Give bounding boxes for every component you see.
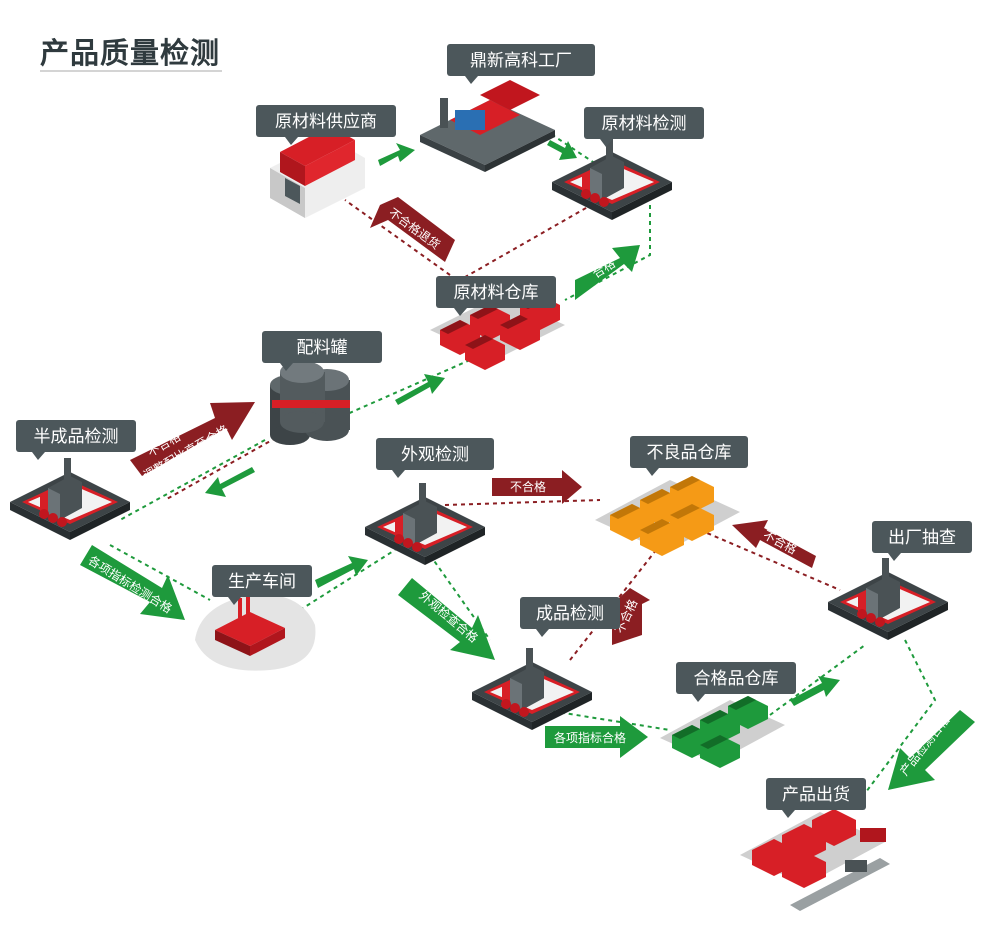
label-supplier-text: 原材料供应商 xyxy=(275,112,377,132)
factory-check-building xyxy=(828,558,948,640)
label-qualified-warehouse: 合格品仓库 xyxy=(676,662,796,702)
conn-warehouse-tank xyxy=(344,359,471,416)
arrow-qualified-raw: 合格 xyxy=(575,245,640,300)
raw-warehouse-building xyxy=(430,295,565,370)
arrow-finished-pass: 各项指标合格 xyxy=(545,716,648,758)
label-appearance-inspection: 外观检测 xyxy=(376,438,494,478)
defect-warehouse-building xyxy=(595,476,740,556)
arrow-return: 不合格退货 xyxy=(370,197,455,262)
page-title: 产品质量检测 xyxy=(40,36,221,70)
arrow-appearance-pass-label: 外观检查合格 xyxy=(416,588,481,646)
conn-tank-semi-green xyxy=(119,439,266,521)
label-mixing-tank: 配料罐 xyxy=(262,331,382,371)
label-defect-warehouse: 不良品仓库 xyxy=(630,436,748,476)
label-finished-inspection: 成品检测 xyxy=(520,597,620,637)
arrow-semi-pass-label: 各项指标检测合格 xyxy=(86,552,175,616)
conn-workshop-appearance xyxy=(299,549,396,611)
label-qualified-warehouse-text: 合格品仓库 xyxy=(694,669,779,689)
label-factory-check-text: 出厂抽查 xyxy=(888,528,956,548)
label-finished-inspection-text: 成品检测 xyxy=(536,604,604,624)
semi-inspection-building xyxy=(10,458,130,540)
label-shipping: 产品出货 xyxy=(766,778,866,818)
arrow-unqualified-appearance: 不合格 xyxy=(492,470,582,504)
qualified-warehouse-building xyxy=(660,696,785,768)
label-semi-inspection: 半成品检测 xyxy=(16,420,136,460)
workshop-building xyxy=(195,594,316,671)
title-underline xyxy=(40,70,222,72)
label-supplier: 原材料供应商 xyxy=(256,105,396,145)
arrow-tank-semi xyxy=(205,467,255,497)
arrow-unqualified-appearance-label: 不合格 xyxy=(510,479,546,494)
arrow-workshop-appearance xyxy=(315,556,368,588)
conn-semi-workshop xyxy=(109,544,211,601)
conn-return-supplier xyxy=(344,199,451,276)
label-raw-warehouse-text: 原材料仓库 xyxy=(454,283,539,303)
label-workshop-text: 生产车间 xyxy=(228,572,296,592)
factory-building xyxy=(420,80,555,172)
label-factory-check: 出厂抽查 xyxy=(872,521,972,561)
arrow-finished-pass-label: 各项指标合格 xyxy=(554,730,626,745)
label-workshop: 生产车间 xyxy=(212,565,312,605)
arrow-supplier-factory xyxy=(378,143,415,166)
label-raw-inspection: 原材料检测 xyxy=(584,107,704,147)
label-defect-warehouse-text: 不良品仓库 xyxy=(647,443,732,463)
conn-qualified-check xyxy=(769,644,866,716)
label-raw-inspection-text: 原材料检测 xyxy=(602,114,687,134)
mixing-tank-building xyxy=(270,361,350,445)
label-semi-inspection-text: 半成品检测 xyxy=(34,427,119,447)
label-factory-text: 鼎新高科工厂 xyxy=(470,51,572,71)
finished-inspection-building xyxy=(472,648,592,730)
label-factory: 鼎新高科工厂 xyxy=(447,44,595,84)
conn-check-defect xyxy=(699,529,841,591)
arrow-warehouse-tank xyxy=(395,374,445,405)
label-shipping-text: 产品出货 xyxy=(782,785,850,805)
conn-check-shipping xyxy=(859,639,937,801)
shipping-building xyxy=(740,809,890,911)
label-mixing-tank-text: 配料罐 xyxy=(297,338,348,358)
label-appearance-inspection-text: 外观检测 xyxy=(401,445,469,465)
arrow-ship-pass: 产品检测合格 xyxy=(888,710,975,790)
arrow-adjust: 不合格 调整配比直至合格 xyxy=(130,402,255,483)
conn-finished-qualified xyxy=(544,709,671,731)
conn-appearance-finished xyxy=(429,554,491,641)
arrow-unqualified-check-label: 不合格 xyxy=(761,527,800,557)
arrow-appearance-pass: 外观检查合格 xyxy=(398,578,495,660)
conn-rawinspect-return xyxy=(459,199,601,281)
arrow-factory-rawinspect xyxy=(547,140,577,160)
conn-appearance-defect xyxy=(444,499,601,506)
arrow-qualified-check xyxy=(790,676,840,706)
appearance-inspection-building xyxy=(365,483,485,565)
label-raw-warehouse: 原材料仓库 xyxy=(436,276,556,316)
